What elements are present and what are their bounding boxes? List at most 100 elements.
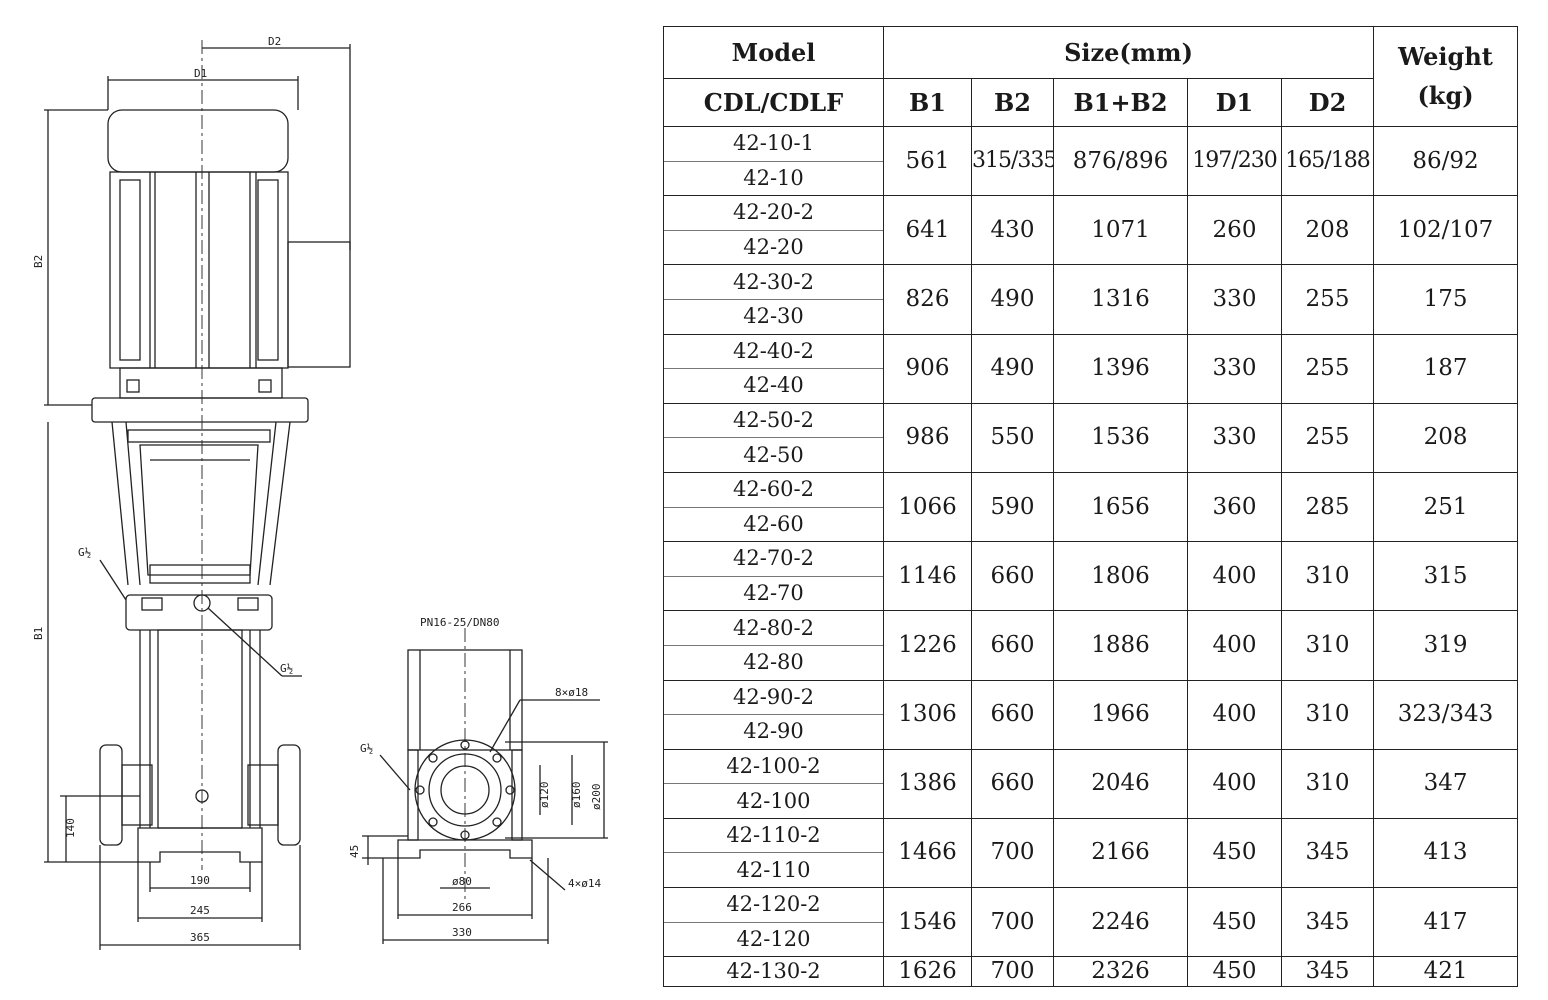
d1-cell: 450 [1187, 887, 1282, 958]
d1-cell: 450 [1187, 956, 1282, 988]
d2-cell: 345 [1280, 956, 1375, 988]
label-d1: D1 [194, 67, 207, 80]
header-weight-unit: (kg) [1417, 80, 1474, 110]
b1b2-cell: 1886 [1053, 610, 1188, 681]
b2-cell: 660 [971, 610, 1054, 681]
model-cell: 42-120-2 [663, 887, 884, 923]
model-cell: 42-70-2 [663, 541, 884, 577]
model-cell: 42-70 [663, 575, 884, 612]
d2-cell: 310 [1280, 541, 1375, 612]
model-cell: 42-60 [663, 506, 884, 543]
d2-cell: 310 [1280, 679, 1375, 750]
weight-cell: 187 [1373, 333, 1519, 404]
weight-cell: 315 [1373, 541, 1519, 612]
header-d2: D2 [1280, 78, 1375, 127]
label-bolt-holes: 8×ø18 [555, 686, 588, 699]
header-weight-label: Weight [1398, 42, 1493, 72]
table-row: 42-90 [663, 714, 1518, 750]
model-cell: 42-80 [663, 644, 884, 681]
model-cell: 42-20-2 [663, 195, 884, 231]
b2-cell: 315/335 [971, 125, 1054, 197]
table-row: 42-100 [663, 783, 1518, 819]
label-d2: D2 [268, 35, 281, 48]
d1-cell: 400 [1187, 679, 1282, 750]
b2-cell: 430 [971, 195, 1054, 266]
b2-cell: 660 [971, 541, 1054, 612]
d1-cell: 400 [1187, 748, 1282, 819]
model-cell: 42-130-2 [663, 956, 884, 988]
b1-cell: 1546 [883, 887, 972, 958]
model-cell: 42-110 [663, 852, 884, 889]
model-cell: 42-90-2 [663, 679, 884, 715]
header-size: Size(mm) [882, 26, 1375, 79]
b1-cell: 906 [883, 333, 972, 404]
d2-cell: 310 [1280, 748, 1375, 819]
weight-cell: 86/92 [1373, 125, 1519, 197]
b1b2-cell: 1966 [1053, 679, 1188, 750]
d2-cell: 255 [1280, 402, 1375, 473]
b1b2-cell: 876/896 [1053, 125, 1188, 197]
d1-cell: 400 [1187, 541, 1282, 612]
table-row: 42-60 [663, 506, 1518, 543]
weight-cell: 413 [1373, 817, 1519, 889]
model-cell: 42-40 [663, 368, 884, 404]
label-w190: 190 [190, 874, 210, 887]
b2-cell: 700 [971, 956, 1054, 988]
label-dia80: ø80 [452, 875, 472, 888]
b2-cell: 660 [971, 748, 1054, 819]
d2-cell: 345 [1280, 887, 1375, 958]
weight-cell: 347 [1373, 748, 1519, 819]
label-w245: 245 [190, 904, 210, 917]
model-cell: 42-40-2 [663, 333, 884, 369]
weight-cell: 251 [1373, 471, 1519, 543]
b1b2-cell: 1396 [1053, 333, 1188, 404]
b1-cell: 1306 [883, 679, 972, 750]
b1b2-cell: 1071 [1053, 195, 1188, 266]
b1-cell: 826 [883, 264, 972, 335]
b1-cell: 1466 [883, 817, 972, 889]
model-cell: 42-80-2 [663, 610, 884, 646]
b1-cell: 1066 [883, 471, 972, 543]
b1-cell: 1386 [883, 748, 972, 819]
b2-cell: 700 [971, 887, 1054, 958]
model-cell: 42-30 [663, 298, 884, 335]
b1b2-cell: 2326 [1053, 956, 1188, 988]
model-cell: 42-100-2 [663, 748, 884, 784]
table-row: 42-20 [663, 229, 1518, 266]
label-h45: 45 [348, 845, 361, 858]
label-b1: B1 [32, 627, 45, 640]
w-cell: 421 [1373, 956, 1519, 988]
d1-cell: 260 [1187, 195, 1282, 266]
header-d1: D1 [1187, 78, 1282, 127]
model-cell: 42-120 [663, 921, 884, 958]
d1-cell: 450 [1187, 817, 1282, 889]
weight-cell: 319 [1373, 610, 1519, 681]
b1-cell: 1226 [883, 610, 972, 681]
d1-cell: 330 [1187, 402, 1282, 473]
label-w266: 266 [452, 901, 472, 914]
model-cell: 42-30-2 [663, 264, 884, 300]
table-row: 42-110 [663, 852, 1518, 889]
d2-cell: 255 [1280, 333, 1375, 404]
d1-cell: 197/230 [1187, 125, 1282, 197]
d1-cell: 400 [1187, 610, 1282, 681]
b2-cell: 660 [971, 679, 1054, 750]
label-dia160: ø160 [570, 782, 583, 809]
header-b2: B2 [971, 78, 1054, 127]
pump-dimension-drawing: D2 D1 B2 B1 G½ G½ 140 190 245 365 PN16-2… [32, 35, 608, 950]
header-weight: Weight (kg) [1373, 26, 1519, 127]
b1b2-cell: 1806 [1053, 541, 1188, 612]
d2-cell: 255 [1280, 264, 1375, 335]
label-b2: B2 [32, 255, 45, 268]
label-h140: 140 [64, 818, 77, 838]
model-cell: 42-50 [663, 437, 884, 473]
b1b2-cell: 1316 [1053, 264, 1188, 335]
